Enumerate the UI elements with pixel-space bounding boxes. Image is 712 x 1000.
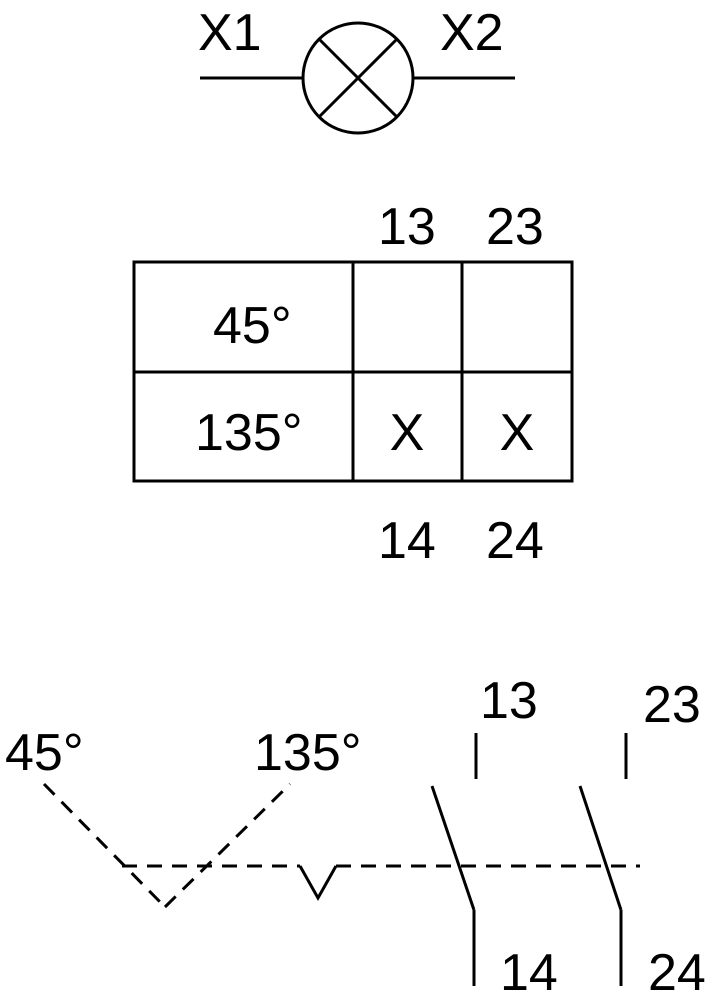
contact-2-top-terminal: 23 bbox=[643, 676, 701, 734]
lamp-symbol: X1 X2 bbox=[198, 4, 515, 135]
contact-2-blade bbox=[578, 785, 623, 911]
switch-position-45: 45° bbox=[5, 724, 84, 782]
switch-position-135: 135° bbox=[254, 724, 362, 782]
contact-1-top-terminal: 13 bbox=[480, 672, 538, 730]
detent-notch bbox=[298, 865, 338, 902]
contact-1-bottom-terminal: 14 bbox=[500, 944, 558, 1000]
actuator-dash-right bbox=[163, 782, 292, 909]
table-top-terminal-23: 23 bbox=[486, 198, 544, 256]
table-top-terminal-13: 13 bbox=[378, 198, 436, 256]
contact-2-bottom-terminal: 24 bbox=[648, 944, 706, 1000]
switching-table: 13 23 45° 135° X X 14 24 bbox=[132, 198, 574, 570]
table-cell-135-13: X bbox=[390, 404, 425, 462]
table-cell-135-23: X bbox=[500, 404, 535, 462]
actuator-dash-left bbox=[42, 782, 167, 909]
contact-1-blade bbox=[430, 785, 476, 911]
selector-switch-symbol: 45° 135° 13 14 23 24 bbox=[5, 672, 706, 1000]
lamp-circle bbox=[301, 21, 415, 135]
lamp-cross-2 bbox=[317, 37, 399, 119]
table-row-45-label: 45° bbox=[213, 297, 292, 355]
table-bottom-terminal-24: 24 bbox=[486, 512, 544, 570]
table-row-135-label: 135° bbox=[195, 404, 303, 462]
lamp-terminal-x2: X2 bbox=[440, 4, 504, 62]
lamp-terminal-x1: X1 bbox=[198, 4, 262, 62]
table-bottom-terminal-14: 14 bbox=[378, 512, 436, 570]
